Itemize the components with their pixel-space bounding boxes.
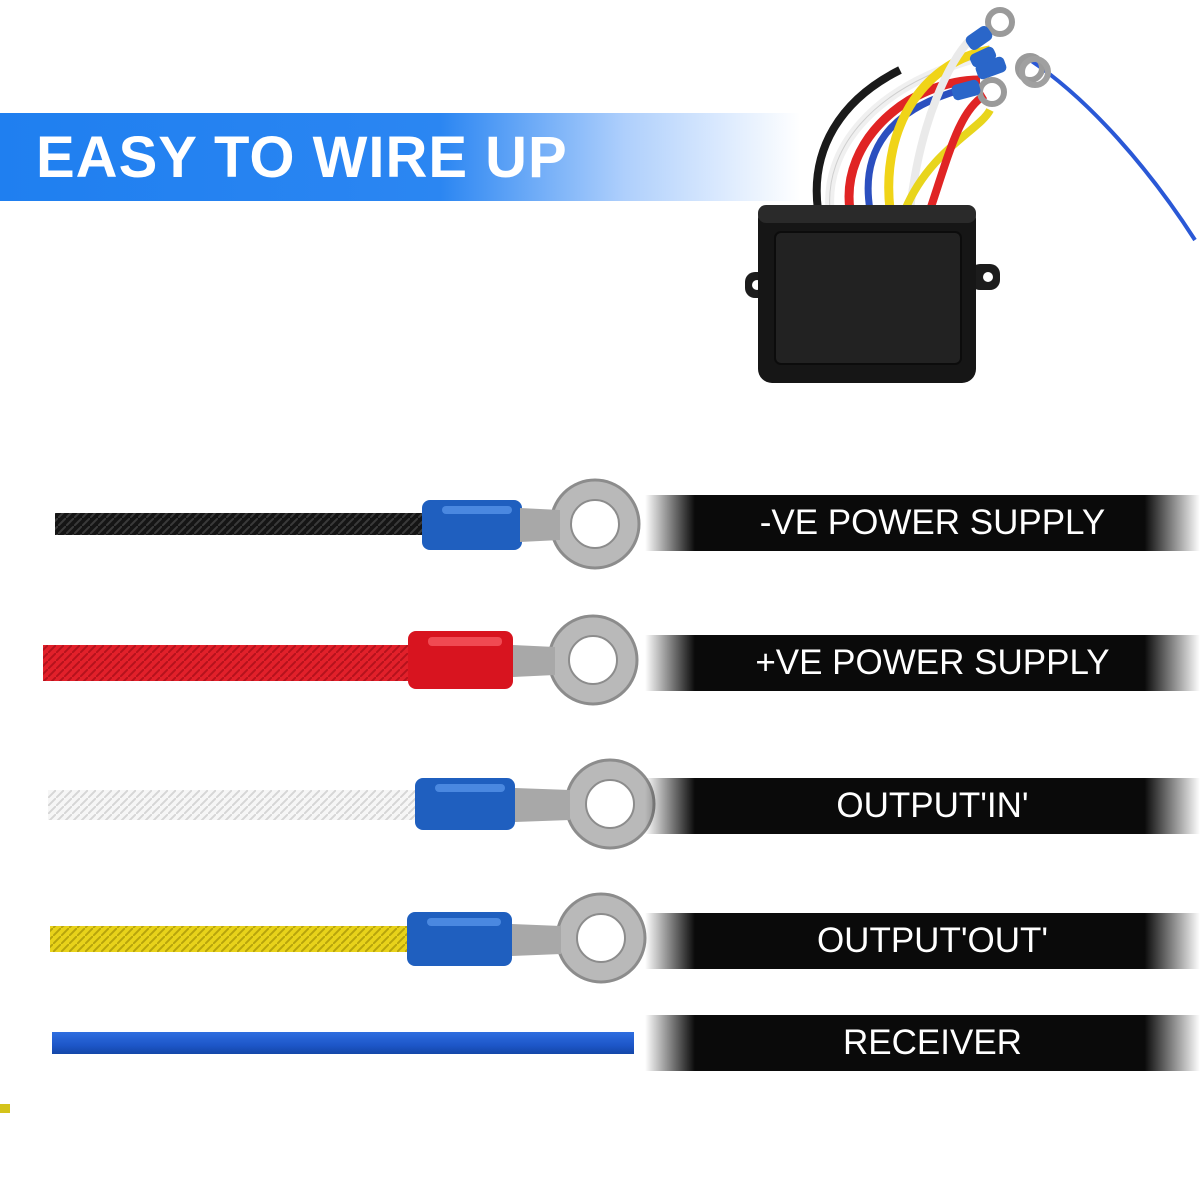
white-wire	[48, 758, 656, 850]
label-negative-power-text: -VE POWER SUPPLY	[759, 503, 1106, 542]
blue-receiver-wire	[52, 1032, 634, 1054]
label-output-in-text: OUTPUT'IN'	[836, 786, 1029, 825]
label-output-out: OUTPUT'OUT'	[645, 913, 1200, 969]
yellow-speck	[0, 1104, 10, 1113]
label-positive-power-text: +VE POWER SUPPLY	[755, 643, 1110, 682]
black-wire	[55, 478, 641, 570]
receiver-device-image	[745, 7, 1197, 383]
red-wire	[43, 614, 639, 706]
yellow-wire	[50, 892, 647, 984]
title-banner	[0, 113, 800, 201]
label-receiver-text: RECEIVER	[843, 1023, 1022, 1062]
label-positive-power: +VE POWER SUPPLY	[645, 635, 1200, 691]
banner-title: EASY TO WIRE UP	[36, 125, 568, 190]
label-receiver: RECEIVER	[645, 1015, 1200, 1071]
label-output-out-text: OUTPUT'OUT'	[816, 921, 1049, 960]
label-output-in: OUTPUT'IN'	[645, 778, 1200, 834]
label-negative-power: -VE POWER SUPPLY	[645, 495, 1200, 551]
